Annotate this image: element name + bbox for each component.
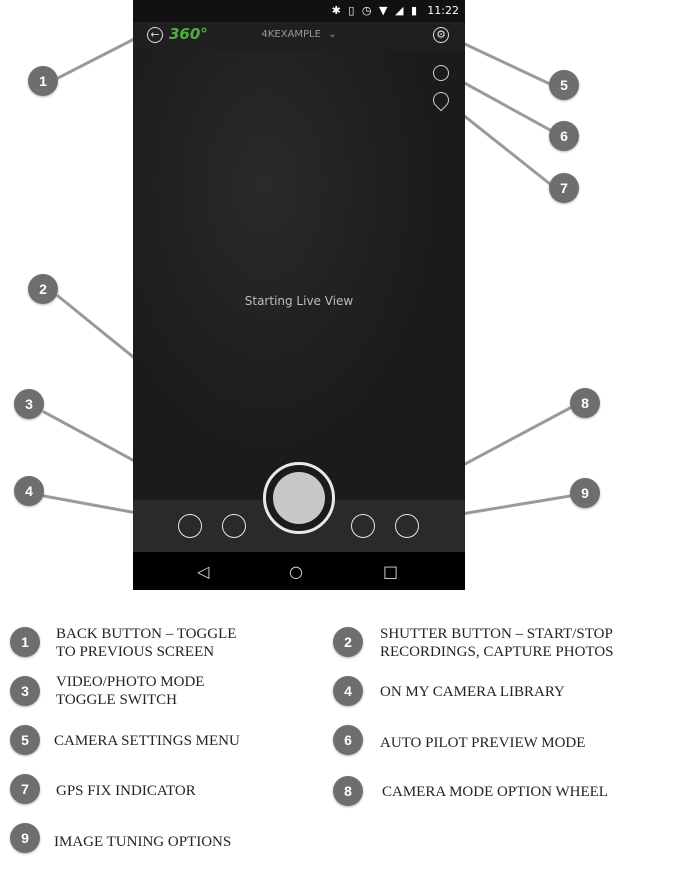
legend-number-9: 9 [10, 823, 40, 853]
legend-text-3-line-1: VIDEO/PHOTO MODE [56, 674, 205, 690]
camera-name: 4KEXAMPLE [261, 29, 321, 40]
callout-9: 9 [570, 478, 600, 508]
chevron-down-icon: ⌄ [328, 29, 337, 40]
leader-line-5 [450, 36, 552, 86]
leader-line-1 [56, 34, 142, 80]
callout-6: 6 [549, 121, 579, 151]
back-arrow-icon[interactable]: ← [147, 27, 163, 43]
status-time: 11:22 [427, 4, 459, 17]
legend-number-8: 8 [333, 776, 363, 806]
legend-text-5: CAMERA SETTINGS MENU [54, 733, 240, 749]
legend-text-4: ON MY CAMERA LIBRARY [380, 684, 565, 700]
auto-pilot-icon[interactable] [433, 65, 449, 81]
live-view-status: Starting Live View [244, 294, 354, 308]
legend-number-6: 6 [333, 725, 363, 755]
legend-text-2-line-2: RECORDINGS, CAPTURE PHOTOS [380, 644, 614, 660]
legend-text-3-line-2: TOGGLE SWITCH [56, 692, 177, 708]
legend-text-1-line-1: BACK BUTTON – TOGGLE [56, 626, 237, 642]
callout-8: 8 [570, 388, 600, 418]
shutter-button-inner[interactable] [273, 472, 325, 524]
callout-4: 4 [14, 476, 44, 506]
live-view-area: Starting Live View [133, 50, 465, 500]
legend-text-1-line-2: TO PREVIOUS SCREEN [56, 644, 215, 660]
legend-number-1: 1 [10, 627, 40, 657]
nav-back-icon[interactable]: ◁ [197, 562, 210, 581]
app-logo: 360° [169, 25, 208, 43]
callout-1: 1 [28, 66, 58, 96]
legend-text-9: IMAGE TUNING OPTIONS [54, 834, 232, 850]
phone-screenshot: ✱ ▯ ◷ ▼ ◢ ▮ 11:22 ← 360° 4KEXAMPLE ⌄ ⚙ S… [133, 0, 465, 590]
legend-number-2: 2 [333, 627, 363, 657]
legend-text-6: AUTO PILOT PREVIEW MODE [380, 735, 586, 751]
legend-text-8: CAMERA MODE OPTION WHEEL [382, 784, 608, 800]
shutter-button[interactable] [263, 462, 335, 534]
mode-wheel-icon[interactable] [351, 514, 375, 538]
nav-recents-icon[interactable]: □ [383, 562, 399, 581]
legend-text-2-line-1: SHUTTER BUTTON – START/STOP [380, 626, 613, 642]
library-folder-icon[interactable] [178, 514, 202, 538]
status-icons: ✱ ▯ ◷ ▼ ◢ ▮ [331, 4, 419, 17]
nav-home-icon[interactable]: ○ [289, 562, 303, 581]
callout-7: 7 [549, 173, 579, 203]
legend-text-7: GPS FIX INDICATOR [56, 783, 196, 799]
callout-3: 3 [14, 389, 44, 419]
app-bar: ← 360° 4KEXAMPLE ⌄ ⚙ [133, 22, 465, 50]
photo-mode-camera-icon[interactable] [222, 514, 246, 538]
callout-5: 5 [549, 70, 579, 100]
legend-number-4: 4 [333, 676, 363, 706]
legend-number-3: 3 [10, 676, 40, 706]
status-bar: ✱ ▯ ◷ ▼ ◢ ▮ 11:22 [133, 0, 465, 22]
legend-number-5: 5 [10, 725, 40, 755]
legend-text-3: VIDEO/PHOTO MODE TOGGLE SWITCH [56, 673, 204, 709]
legend-number-7: 7 [10, 774, 40, 804]
callout-2: 2 [28, 274, 58, 304]
legend-text-1: BACK BUTTON – TOGGLE TO PREVIOUS SCREEN [56, 625, 236, 661]
image-tuning-sliders-icon[interactable] [395, 514, 419, 538]
legend-text-2: SHUTTER BUTTON – START/STOP RECORDINGS, … [380, 625, 614, 661]
leader-line-6 [448, 73, 552, 132]
gps-pin-icon [429, 88, 453, 112]
android-nav-bar: ◁ ○ □ [133, 552, 465, 590]
camera-selector[interactable]: 4KEXAMPLE ⌄ [133, 29, 465, 40]
settings-gear-icon[interactable]: ⚙ [433, 27, 449, 43]
